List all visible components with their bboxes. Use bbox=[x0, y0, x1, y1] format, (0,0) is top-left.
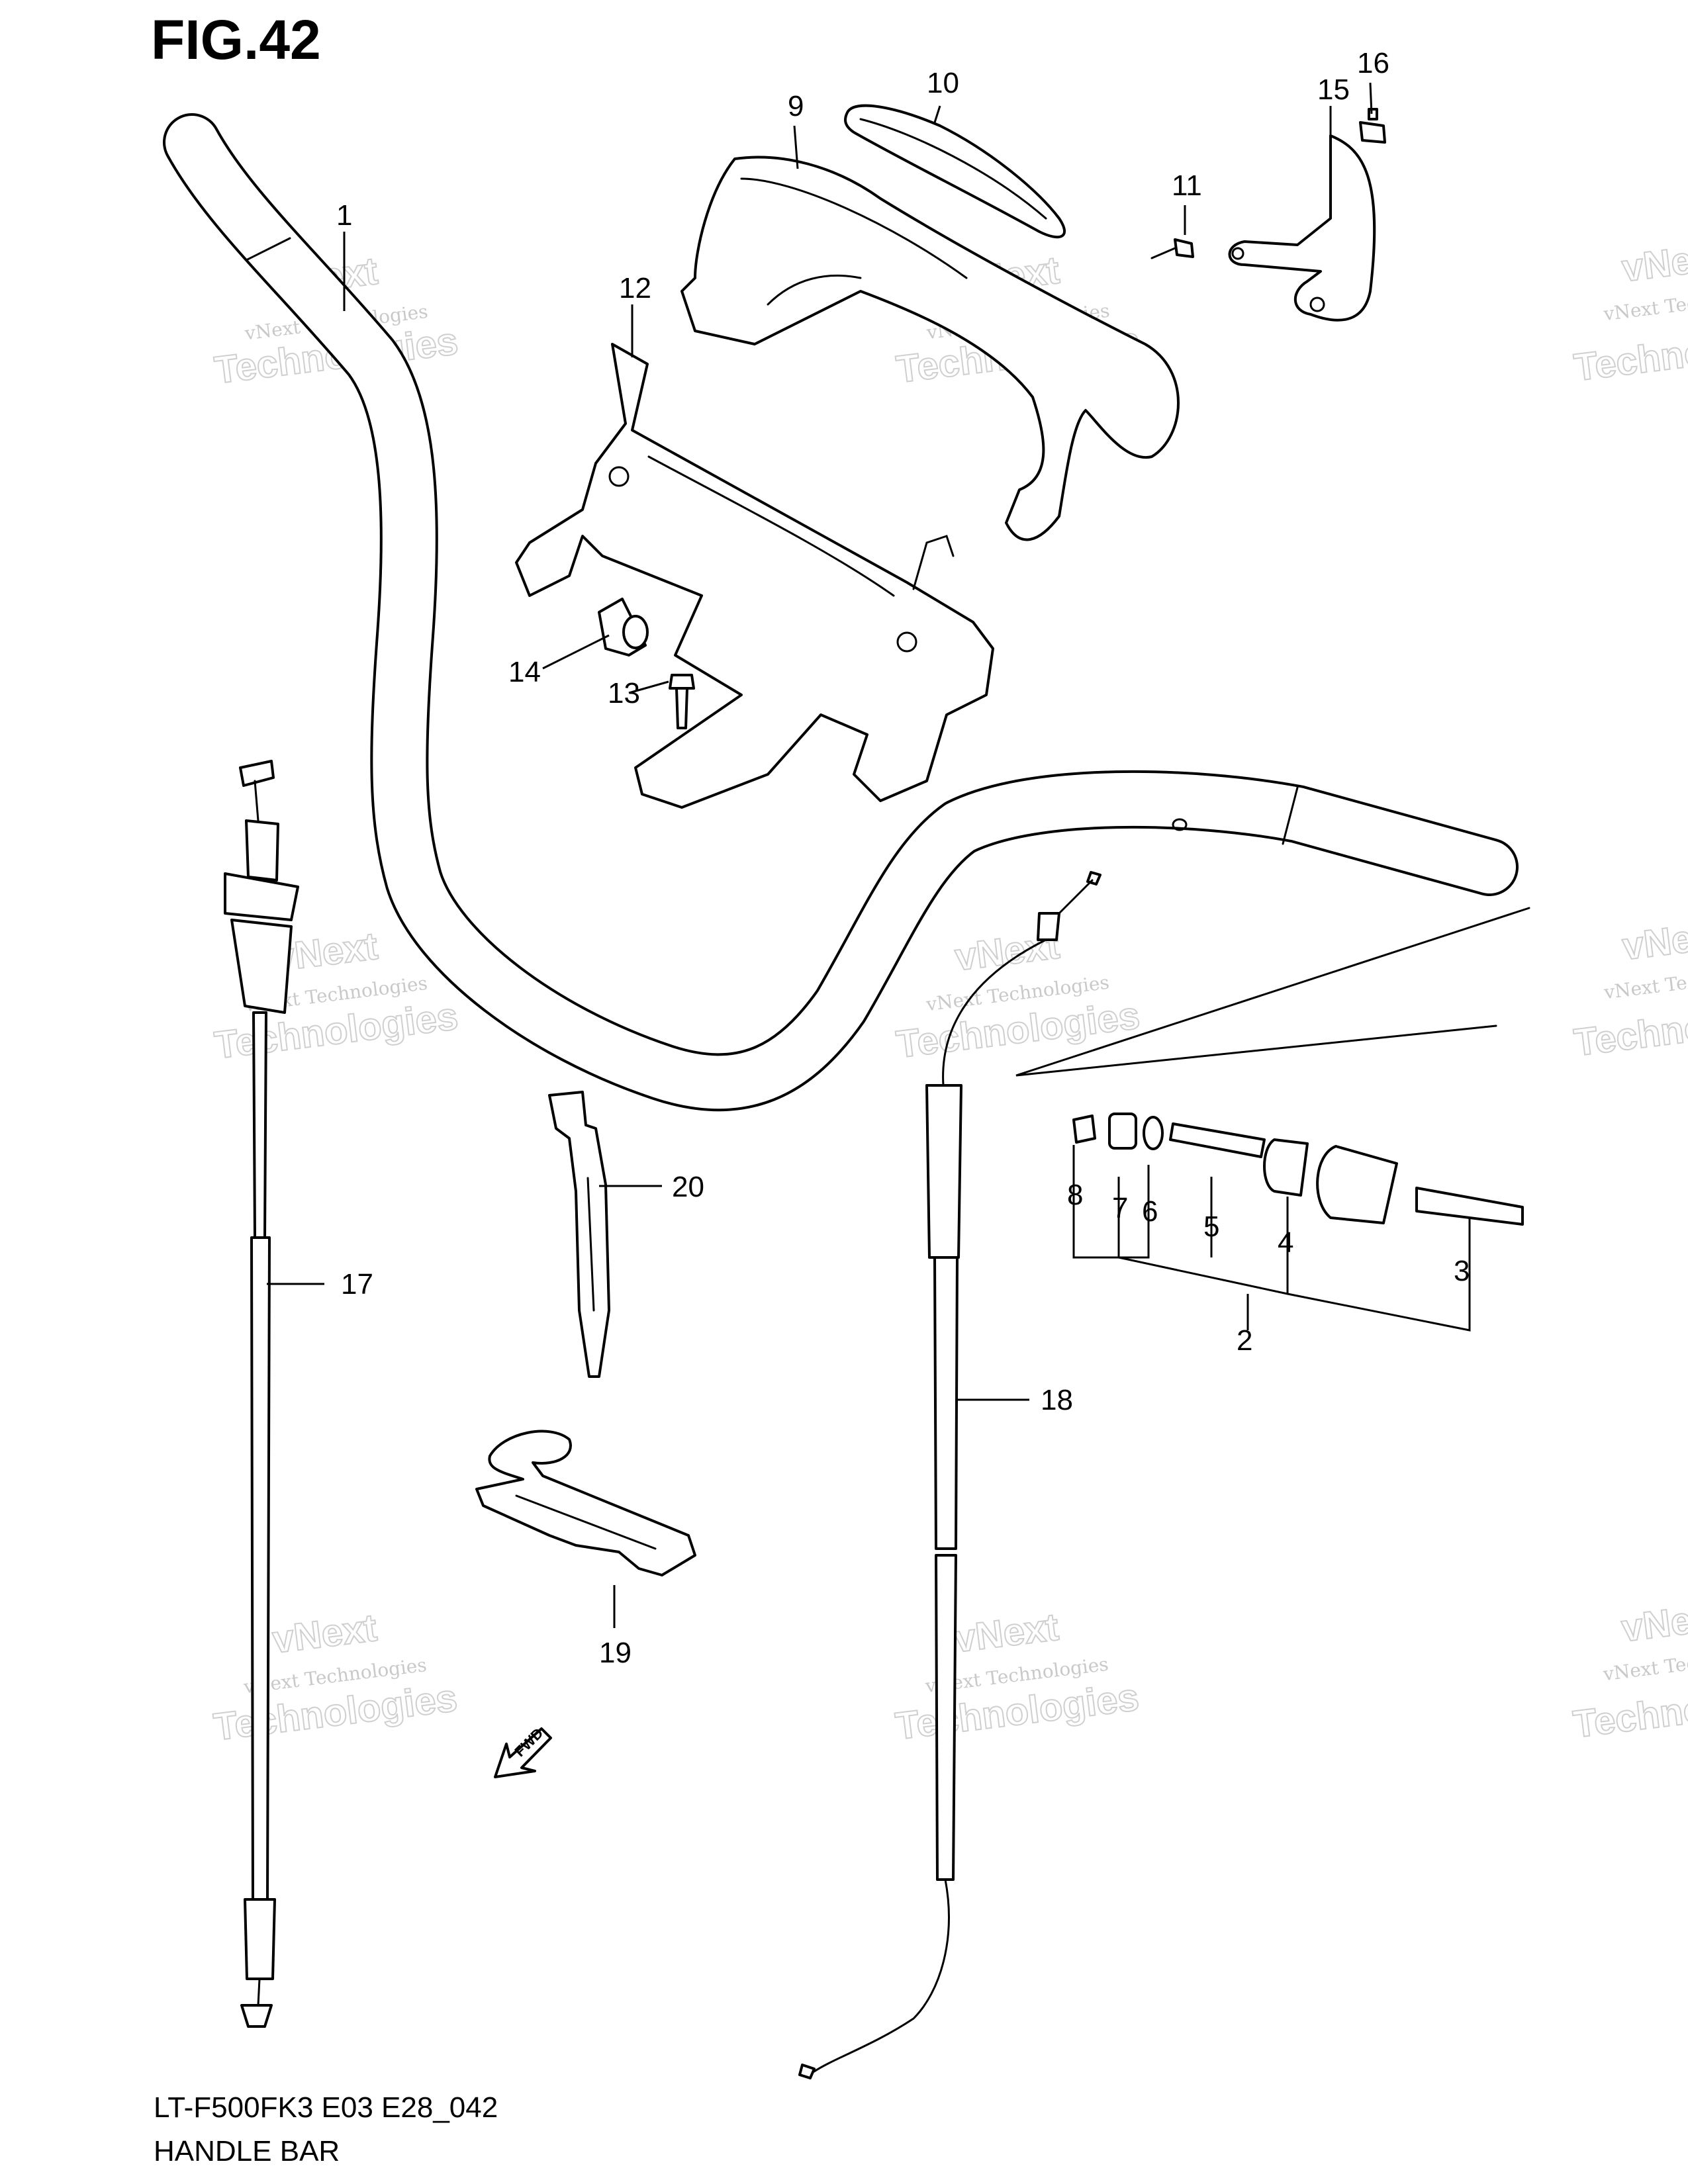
callout-18: 18 bbox=[1041, 1384, 1073, 1416]
throttle-cable bbox=[224, 760, 299, 2028]
watermark-text-small: vNext Technologies bbox=[1601, 1641, 1688, 1686]
callout-7: 7 bbox=[1112, 1192, 1128, 1224]
watermark-text-tech: Technologies bbox=[1571, 1674, 1688, 1747]
watermark-low-right: vNext Technologies vNext Technologies bbox=[1570, 1594, 1688, 1747]
side-bracket-bolt bbox=[1359, 108, 1386, 144]
side-bracket bbox=[1228, 134, 1376, 322]
callout-8: 8 bbox=[1067, 1179, 1083, 1211]
footer-model-code: LT-F500FK3 E03 E28_042 bbox=[154, 2091, 498, 2124]
callout-2: 2 bbox=[1237, 1324, 1252, 1357]
watermark-text-vnext: vNext bbox=[1620, 913, 1688, 968]
callout-9: 9 bbox=[788, 90, 804, 122]
watermark-low-left: vNext Technologies vNext Technologies bbox=[211, 1606, 460, 1750]
watermark-text-vnext: vNext bbox=[1620, 234, 1688, 290]
figure-title: FIG.42 bbox=[151, 9, 321, 71]
rubber-collar bbox=[598, 598, 649, 657]
watermark-text-small: vNext Technologies bbox=[1602, 960, 1688, 1004]
footer-part-name: HANDLE BAR bbox=[154, 2135, 340, 2167]
callout-1: 1 bbox=[336, 199, 352, 232]
brake-cable bbox=[798, 871, 1102, 2079]
callout-13: 13 bbox=[608, 677, 640, 709]
watermark-mid-right: vNext Technologies vNext Technologies bbox=[1571, 912, 1688, 1065]
callout-14: 14 bbox=[508, 656, 541, 688]
watermark-mid-center: vNext Technologies vNext Technologies bbox=[894, 923, 1143, 1068]
meter-bolt bbox=[669, 674, 695, 729]
watermark-low-center: vNext Technologies vNext Technologies bbox=[892, 1605, 1142, 1749]
watermark-text-tech: Technologies bbox=[1571, 317, 1688, 390]
meter-lens bbox=[844, 104, 1066, 239]
leader-lines bbox=[267, 82, 1471, 1628]
bar-mark-hole bbox=[1172, 818, 1188, 831]
callout-labels: 1 2 3 4 5 6 7 8 9 10 11 12 13 14 15 16 1… bbox=[336, 47, 1470, 1669]
meter-bracket bbox=[515, 343, 994, 809]
watermark-text-vnext: vNext bbox=[1619, 1594, 1688, 1650]
watermark-top-right: vNext Technologies vNext Technologies bbox=[1571, 234, 1688, 390]
grip-end-left bbox=[245, 237, 291, 261]
callout-12: 12 bbox=[619, 272, 651, 304]
callout-17: 17 bbox=[341, 1268, 373, 1300]
bar-end-weight-set bbox=[1015, 907, 1530, 1226]
handle-bar bbox=[163, 113, 1519, 1112]
meter-screw bbox=[1150, 238, 1194, 259]
callout-16: 16 bbox=[1357, 47, 1389, 79]
cable-clamp bbox=[475, 1430, 696, 1576]
callout-3: 3 bbox=[1454, 1255, 1470, 1287]
callout-11: 11 bbox=[1172, 169, 1202, 202]
callout-15: 15 bbox=[1317, 73, 1350, 106]
callout-5: 5 bbox=[1203, 1210, 1219, 1243]
watermark-text-tech: Technologies bbox=[1571, 992, 1688, 1065]
callout-4: 4 bbox=[1278, 1226, 1293, 1259]
grip-end-right bbox=[1282, 786, 1299, 845]
watermark-text-small: vNext Technologies bbox=[1602, 281, 1688, 326]
callout-19: 19 bbox=[599, 1637, 632, 1669]
callout-20: 20 bbox=[672, 1171, 704, 1203]
watermark-text-vnext: vNext bbox=[270, 1606, 379, 1662]
fwd-arrow: FWD bbox=[494, 1725, 552, 1778]
cable-tie bbox=[548, 1091, 610, 1378]
callout-6: 6 bbox=[1142, 1195, 1158, 1228]
meter-housing bbox=[680, 156, 1180, 541]
callout-10: 10 bbox=[927, 67, 959, 99]
watermark-text-vnext: vNext bbox=[952, 1606, 1061, 1661]
